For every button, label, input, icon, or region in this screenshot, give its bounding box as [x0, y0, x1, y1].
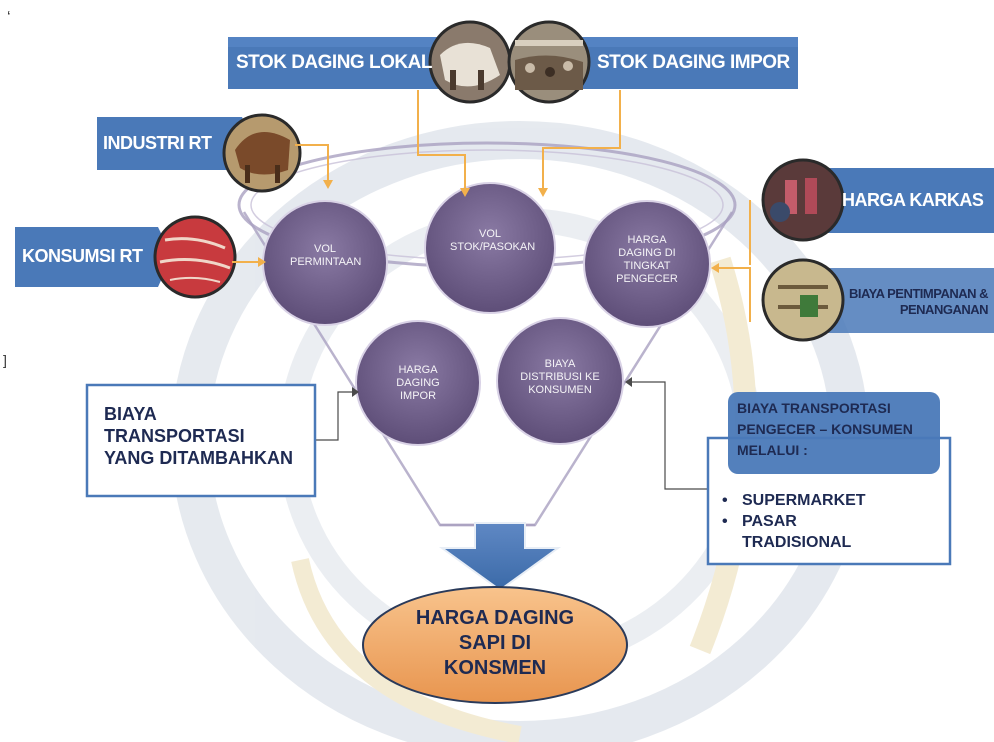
dark-arrowhead-left: [352, 387, 359, 397]
pengecer-title: BIAYA TRANSPORTASI PENGECER – KONSUMEN M…: [737, 400, 913, 458]
connector-lines: [232, 90, 751, 322]
biaya-transportasi-box: [85, 383, 317, 498]
label-biaya-penyimpanan: BIAYA PENTIMPANAN & PENANGANAN: [848, 286, 989, 317]
edge-mark: ‘: [7, 9, 11, 26]
pengecer-title-box: [728, 392, 940, 474]
banner-stok-lokal: [228, 37, 440, 89]
text-vol-permintaan: VOL PERMINTAAN: [290, 243, 362, 268]
pengecer-list: SUPERMARKET PASAR TRADISIONAL: [722, 490, 922, 553]
result-ellipse: [362, 586, 628, 704]
label-harga-karkas: HARGA KARKAS: [842, 189, 984, 210]
connector-arrowheads: [258, 180, 719, 273]
circle-harga-pengecer: [583, 200, 711, 328]
cow-photo-icon: [222, 113, 302, 193]
biaya-transportasi-text: BIAYA TRANSPORTASI YANG DITAMBAHKAN: [104, 404, 293, 468]
dark-connector-lines: [313, 381, 707, 490]
label-stok-lokal: STOK DAGING LOKAL: [236, 52, 432, 73]
list-item: SUPERMARKET: [722, 490, 922, 511]
banner-konsumsi: [15, 227, 172, 287]
circle-vol-stok: [424, 182, 556, 314]
text-biaya-distribusi: BIAYA DISTRIBUSI KE KONSUMEN: [520, 358, 600, 396]
circle-biaya-distribusi: [496, 317, 624, 445]
butcher-photo-icon: [761, 158, 845, 242]
result-label: HARGA DAGING SAPI DI KONSMEN: [415, 607, 575, 679]
storage-photo-icon: [761, 258, 845, 342]
edge-mark-2: ]: [3, 352, 7, 368]
text-harga-pengecer: HARGA DAGING DI TINGKAT PENGECER: [616, 234, 678, 285]
text-vol-stok: VOL STOK/PASOKAN: [450, 228, 536, 253]
text-harga-impor: HARGA DAGING IMPOR: [396, 364, 440, 402]
banner-industri: [97, 117, 254, 170]
cattle-photo-icon: [428, 20, 512, 104]
banner-stok-impor: [568, 37, 798, 89]
banner-harga-karkas: [798, 168, 994, 233]
label-industri: INDUSTRI RT: [103, 132, 212, 153]
banner-biaya-penyimpanan: [798, 268, 994, 333]
label-konsumsi: KONSUMSI RT: [22, 245, 143, 266]
dark-arrowhead-right: [625, 377, 632, 387]
cattle-yard-photo-icon: [507, 20, 591, 104]
list-item: PASAR TRADISIONAL: [722, 511, 852, 553]
label-stok-impor: STOK DAGING IMPOR: [597, 52, 790, 73]
circle-harga-impor: [355, 320, 481, 446]
down-arrow: [438, 522, 562, 592]
raw-meat-photo-icon: [153, 215, 237, 299]
